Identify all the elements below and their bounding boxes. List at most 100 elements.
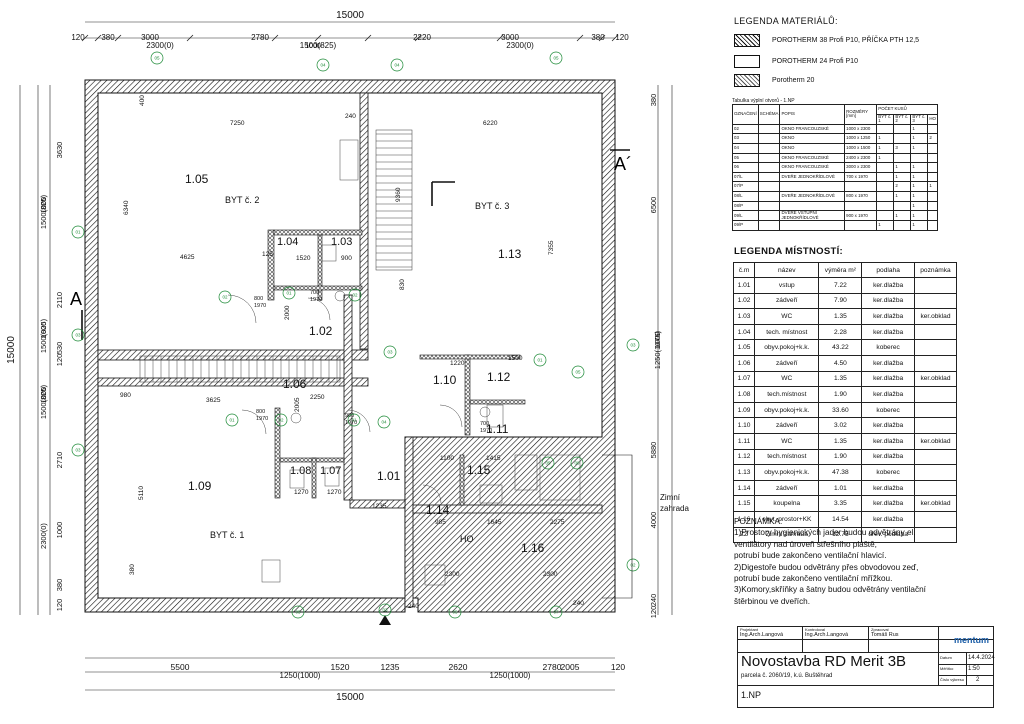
- table-cell: 05: [732, 152, 759, 164]
- window-tag-circle: [448, 605, 462, 619]
- svg-text:A: A: [70, 289, 82, 309]
- table-cell: ker.dlažba: [861, 292, 915, 310]
- table-cell: 1.10: [732, 417, 756, 434]
- table-cell: 1: [910, 171, 929, 183]
- window-tag-circle: [571, 365, 585, 379]
- inner-dim: 1270: [294, 489, 309, 496]
- stair-treads: [144, 133, 412, 382]
- table-cell: 7.90: [818, 292, 863, 310]
- inner-dim: 7355: [548, 240, 555, 255]
- table-cell: [757, 171, 781, 183]
- table-cell: 1.04: [732, 323, 756, 341]
- table-cell: [844, 181, 878, 192]
- window-tag-text: 03: [387, 350, 393, 355]
- inner-dim: 980: [120, 392, 131, 399]
- dim-right: 1250(1075): [653, 330, 662, 369]
- dim-left: 2710: [55, 452, 64, 469]
- table-cell: 1: [927, 181, 938, 192]
- openings-table: Tabulka výplní otvorů - 1.NP OZNAČENÍ SC…: [732, 98, 938, 232]
- window-tag-text: 01: [286, 291, 292, 296]
- window-tag-text: 03: [75, 448, 81, 453]
- table-cell: 04: [732, 143, 759, 154]
- table-cell: 1: [910, 143, 929, 154]
- dimension-ticks: [81, 34, 619, 42]
- table-cell: 3.02: [818, 417, 863, 434]
- table-cell: zádveří: [754, 417, 820, 434]
- table-cell: zádveří: [754, 479, 820, 497]
- table-cell: 1.01: [818, 479, 863, 497]
- door-tag: 1970: [310, 297, 322, 303]
- table-cell: 1.09: [732, 401, 756, 419]
- inner-dim: 1270: [327, 489, 342, 496]
- col-group-header: POČET KUSŮ: [876, 104, 938, 115]
- table-cell: 33.60: [818, 401, 863, 419]
- table-cell: 700 x 1970: [844, 171, 878, 183]
- dim-left: 1500(825): [39, 318, 48, 353]
- inner-dim: 1500: [508, 355, 523, 362]
- col-header: POPIS: [779, 104, 846, 125]
- window-tag-text: 01: [75, 230, 81, 235]
- note-line: 1)Prostory hygienických jader budou odvě…: [734, 528, 916, 538]
- table-cell: [757, 143, 781, 154]
- table-cell: 1.90: [818, 386, 863, 403]
- dim-tick: [364, 34, 372, 42]
- section-marks: A A´: [70, 149, 632, 625]
- window-tag-text: 01: [537, 358, 543, 363]
- col-header: poznámka: [913, 262, 958, 278]
- dim-left: 2110: [55, 292, 64, 308]
- window-tag-text: 02: [222, 295, 228, 300]
- inner-dim: 3625: [206, 397, 221, 404]
- table-cell: zádveří: [754, 292, 820, 310]
- date-label: Datum: [940, 655, 952, 660]
- table-cell: [757, 200, 781, 212]
- door-tag: 700: [480, 421, 489, 427]
- inner-dim: 900: [341, 255, 352, 262]
- garden-label-line: Zimní: [660, 493, 681, 502]
- room-number: 1.15: [467, 463, 491, 477]
- table-cell: [844, 200, 878, 212]
- cross-20-icon: [734, 74, 760, 87]
- table-cell: 1: [893, 210, 912, 222]
- rooms-legend-title: LEGENDA MÍSTNOSTÍ:: [734, 246, 844, 257]
- table-cell: [913, 386, 958, 403]
- table-cell: 1: [910, 162, 929, 173]
- window-tag-circle: [71, 328, 85, 342]
- window-tag-text: 04: [394, 63, 400, 68]
- table-cell: [927, 171, 938, 183]
- window-tag-circle: [291, 605, 305, 619]
- table-cell: 02: [732, 123, 759, 135]
- table-cell: [876, 171, 895, 183]
- zpracoval-label: Zpracoval: [871, 627, 889, 632]
- table-cell: [893, 123, 912, 135]
- table-cell: 800 x 1970: [844, 191, 878, 202]
- room-number: 1.09: [188, 479, 212, 493]
- garden-label: Zimní zahrada: [660, 493, 689, 513]
- dim-tick: [576, 34, 584, 42]
- table-cell: 1: [910, 133, 929, 145]
- table-cell: 1: [910, 220, 929, 232]
- room-number: 1.04: [277, 236, 298, 248]
- window-tag-text: 05: [545, 461, 551, 466]
- scale-value: 1:50: [968, 666, 980, 672]
- window-tag-circle: [71, 443, 85, 457]
- kontroloval-label: Kontroloval: [805, 627, 826, 632]
- table-cell: tech.místnost: [754, 448, 820, 466]
- inner-dim: 2000: [284, 305, 291, 320]
- table-cell: ker.obklad: [913, 432, 958, 450]
- table-cell: 2: [893, 181, 912, 192]
- table-cell: [927, 162, 938, 173]
- inner-dim: 1645: [487, 519, 502, 526]
- table-cell: 1.35: [818, 370, 863, 388]
- furniture: [227, 139, 581, 586]
- room-number: 1.12: [487, 370, 511, 384]
- inner-dim: 240: [573, 600, 584, 607]
